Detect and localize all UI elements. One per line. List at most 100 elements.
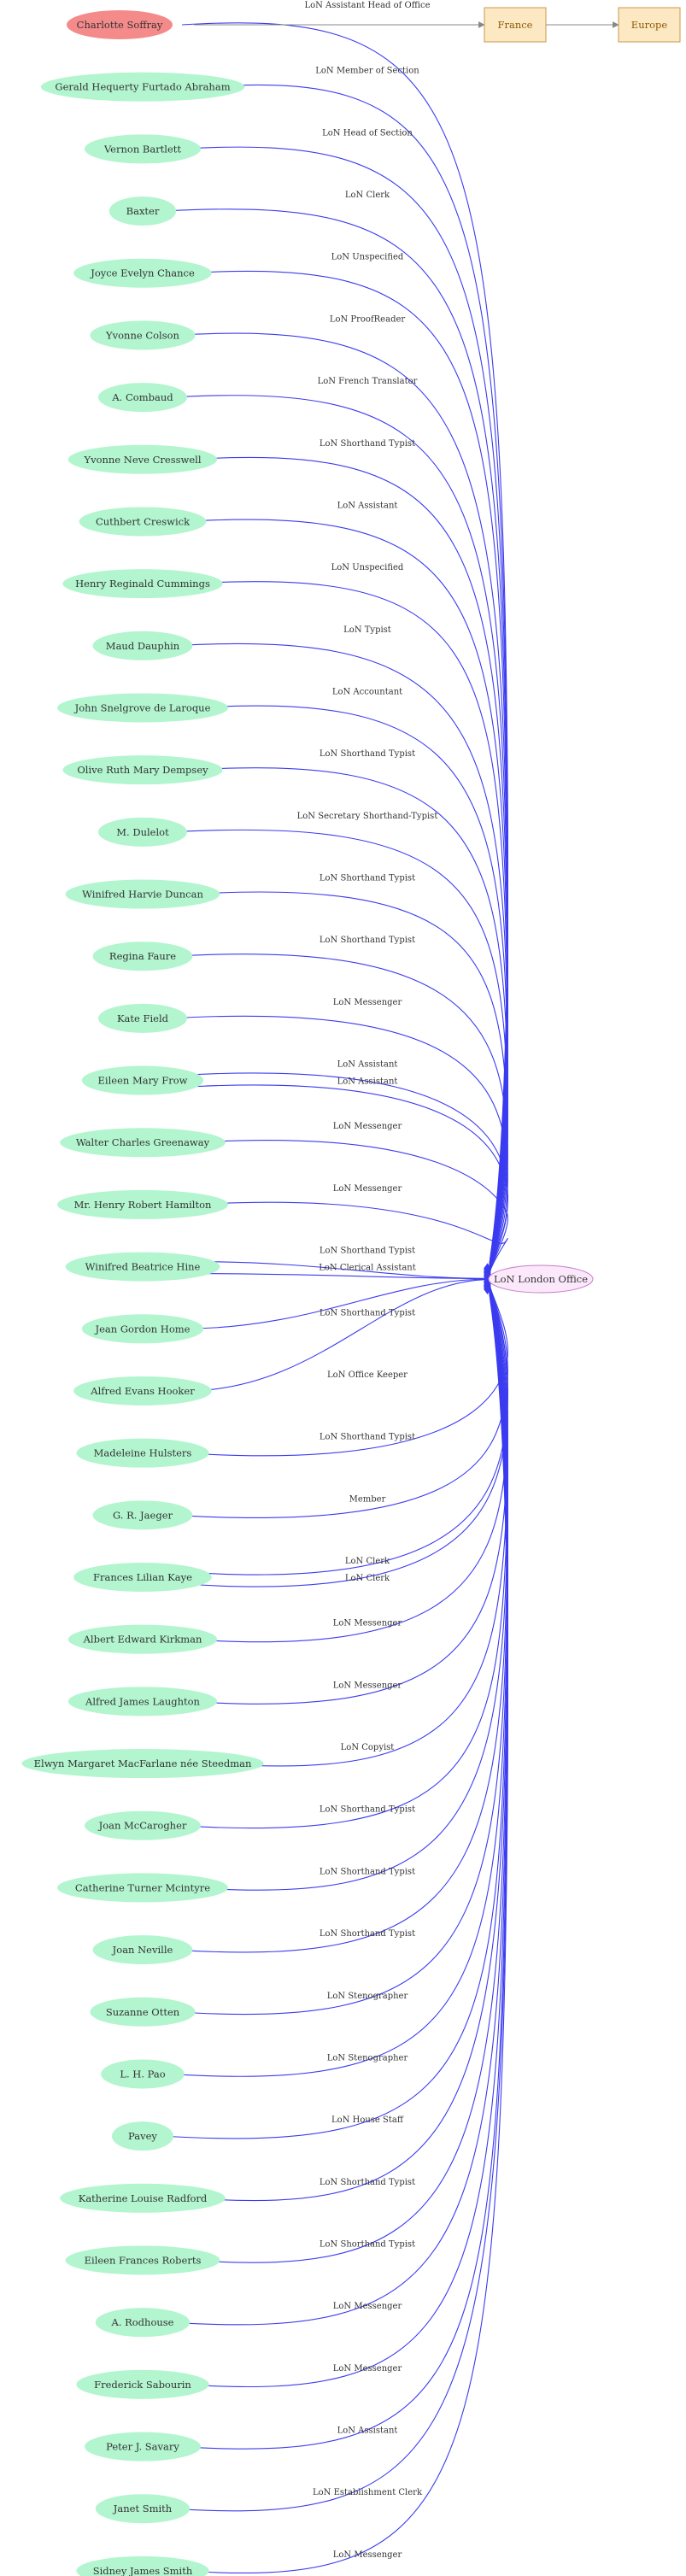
person-node-regina-faure[interactable]: Regina Faure (92, 942, 193, 971)
person-node-alfred-james-laughton[interactable]: Alfred James Laughton (67, 1687, 218, 1716)
person-label: Yvonne Neve Cresswell (83, 454, 201, 466)
person-label: Janet Smith (113, 2503, 173, 2514)
edge-yvonne-neve-cresswell (189, 456, 508, 1273)
edge-label: LoN Copyist (341, 1743, 395, 1752)
person-label: Walter Charles Greenaway (76, 1136, 210, 1148)
person-node-frederick-sabourin[interactable]: Frederick Sabourin (76, 2369, 209, 2399)
person-label: Winifred Harvie Duncan (82, 889, 203, 901)
person-node-suzanne-otten[interactable]: Suzanne Otten (90, 1997, 196, 2027)
edge-label: LoN Establishment Clerk (313, 2488, 423, 2497)
person-node-mr-henry-robert-hamilton[interactable]: Mr. Henry Robert Hamilton (57, 1189, 228, 1219)
person-ellipse (92, 1500, 193, 1530)
person-ellipse (21, 1749, 264, 1779)
edge-label: LoN Secretary Shorthand-Typist (297, 812, 438, 821)
person-node-eileen-frances-roberts[interactable]: Eileen Frances Roberts (65, 2245, 220, 2275)
person-ellipse (81, 1314, 204, 1344)
person-ellipse (98, 1003, 187, 1033)
person-node-maud-dauphin[interactable]: Maud Dauphin (92, 631, 193, 660)
person-ellipse (92, 631, 193, 660)
edge-winifred-beatrice-hine-1 (191, 1261, 491, 1282)
person-node-jean-gordon-home[interactable]: Jean Gordon Home (81, 1314, 204, 1344)
edge-label: LoN Shorthand Typist (320, 749, 415, 759)
person-ellipse (85, 2432, 201, 2462)
person-label: Sidney James Smith (93, 2565, 193, 2576)
edge-winifred-beatrice-hine-2 (191, 1273, 491, 1282)
edge-label: LoN Messenger (333, 1681, 402, 1690)
person-node-winifred-beatrice-hine[interactable]: Winifred Beatrice Hine (65, 1252, 220, 1282)
person-ellipse (101, 2059, 185, 2089)
edge-alfred-james-laughton (189, 1281, 508, 1705)
person-ellipse (73, 258, 212, 288)
person-label: Madeleine Hulsters (94, 1447, 192, 1459)
person-node-cuthbert-creswick[interactable]: Cuthbert Creswick (79, 507, 207, 537)
person-ellipse (108, 197, 177, 226)
person-node-sidney-james-smith[interactable]: Sidney James Smith (76, 2555, 209, 2576)
edge-label: LoN Clerk (345, 1574, 390, 1583)
person-node-gerald-hequerty-furtado-abraham[interactable]: Gerald Hequerty Furtado Abraham (40, 72, 245, 102)
edge-albert-edward-kirkman (189, 1281, 508, 1643)
person-ellipse (76, 2369, 209, 2399)
person-ellipse (95, 2308, 191, 2338)
edge-m-dulelot (170, 829, 508, 1276)
person-node-janet-smith[interactable]: Janet Smith (95, 2494, 191, 2524)
person-node-joyce-evelyn-chance[interactable]: Joyce Evelyn Chance (73, 258, 212, 288)
person-ellipse (60, 2183, 226, 2213)
person-node-a-rodhouse[interactable]: A. Rodhouse (95, 2308, 191, 2338)
person-node-baxter[interactable]: Baxter (108, 197, 177, 226)
edge-mr-henry-robert-hamilton (195, 1201, 508, 1279)
person-node-henry-reginald-cummings[interactable]: Henry Reginald Cummings (62, 569, 223, 599)
person-label: Elwyn Margaret MacFarlane née Steedman (34, 1757, 252, 1769)
place-node-europe[interactable]: Europe (618, 7, 681, 43)
edge-label: LoN Shorthand Typist (320, 1433, 415, 1442)
person-node-elwyn-margaret-macfarlane-n-e-steedman[interactable]: Elwyn Margaret MacFarlane née Steedman (21, 1749, 264, 1779)
person-node-olive-ruth-mary-dempsey[interactable]: Olive Ruth Mary Dempsey (62, 755, 223, 785)
place-label: Europe (631, 19, 668, 31)
person-label: A. Rodhouse (110, 2316, 173, 2328)
person-label: Frances Lilian Kaye (93, 1571, 192, 1583)
person-node-charlotte-soffray[interactable]: Charlotte Soffray (67, 10, 173, 39)
person-node-m-dulelot[interactable]: M. Dulelot (98, 817, 187, 847)
edge-label: LoN Shorthand Typist (320, 936, 415, 945)
person-label: M. Dulelot (116, 826, 169, 838)
person-label: Joan Neville (112, 1944, 173, 1956)
person-node-eileen-mary-frow[interactable]: Eileen Mary Frow (81, 1065, 204, 1095)
place-label: France (498, 19, 533, 31)
person-node-walter-charles-greenaway[interactable]: Walter Charles Greenaway (60, 1128, 226, 1158)
person-node-l-h-pao[interactable]: L. H. Pao (101, 2059, 185, 2089)
edge-g-r-jaeger (173, 1280, 508, 1518)
person-node-frances-lilian-kaye[interactable]: Frances Lilian Kaye (73, 1563, 212, 1592)
person-node-winifred-harvie-duncan[interactable]: Winifred Harvie Duncan (65, 879, 220, 909)
person-node-kate-field[interactable]: Kate Field (98, 1003, 187, 1033)
person-node-katherine-louise-radford[interactable]: Katherine Louise Radford (60, 2183, 226, 2213)
person-node-peter-j-savary[interactable]: Peter J. Savary (85, 2432, 201, 2462)
person-node-yvonne-colson[interactable]: Yvonne Colson (90, 320, 196, 350)
edge-label: LoN House Staff (331, 2115, 404, 2125)
edge-label: LoN Assistant (337, 1060, 398, 1070)
office-node[interactable]: LoN London Office (488, 1265, 594, 1294)
place-box (618, 7, 681, 43)
edge-frances-lilian-kaye-1 (185, 1280, 508, 1576)
person-ellipse (90, 320, 196, 350)
person-ellipse (76, 1438, 209, 1468)
edge-label: LoN Shorthand Typist (320, 1308, 415, 1317)
person-node-a-combaud[interactable]: A. Combaud (98, 383, 187, 413)
person-node-madeleine-hulsters[interactable]: Madeleine Hulsters (76, 1438, 209, 1468)
person-node-yvonne-neve-cresswell[interactable]: Yvonne Neve Cresswell (67, 444, 218, 474)
person-node-alfred-evans-hooker[interactable]: Alfred Evans Hooker (73, 1376, 212, 1405)
person-node-joan-mccarogher[interactable]: Joan McCarogher (85, 1810, 201, 1840)
person-node-albert-edward-kirkman[interactable]: Albert Edward Kirkman (67, 1624, 218, 1654)
edge-label: LoN Head of Section (322, 128, 413, 138)
edge-label: LoN Shorthand Typist (320, 439, 415, 449)
office-label: LoN London Office (494, 1273, 588, 1285)
person-node-vernon-bartlett[interactable]: Vernon Bartlett (85, 134, 201, 164)
edge-olive-ruth-mary-dempsey (191, 767, 508, 1276)
person-node-g-r-jaeger[interactable]: G. R. Jaeger (92, 1500, 193, 1530)
person-node-catherine-turner-mcintyre[interactable]: Catherine Turner Mcintyre (57, 1873, 228, 1903)
person-node-joan-neville[interactable]: Joan Neville (92, 1935, 193, 1965)
place-node-france[interactable]: France (484, 7, 547, 43)
person-node-pavey[interactable]: Pavey (112, 2121, 173, 2151)
edge-winifred-harvie-duncan (191, 891, 508, 1276)
person-node-john-snelgrove-de-laroque[interactable]: John Snelgrove de Laroque (57, 693, 228, 723)
